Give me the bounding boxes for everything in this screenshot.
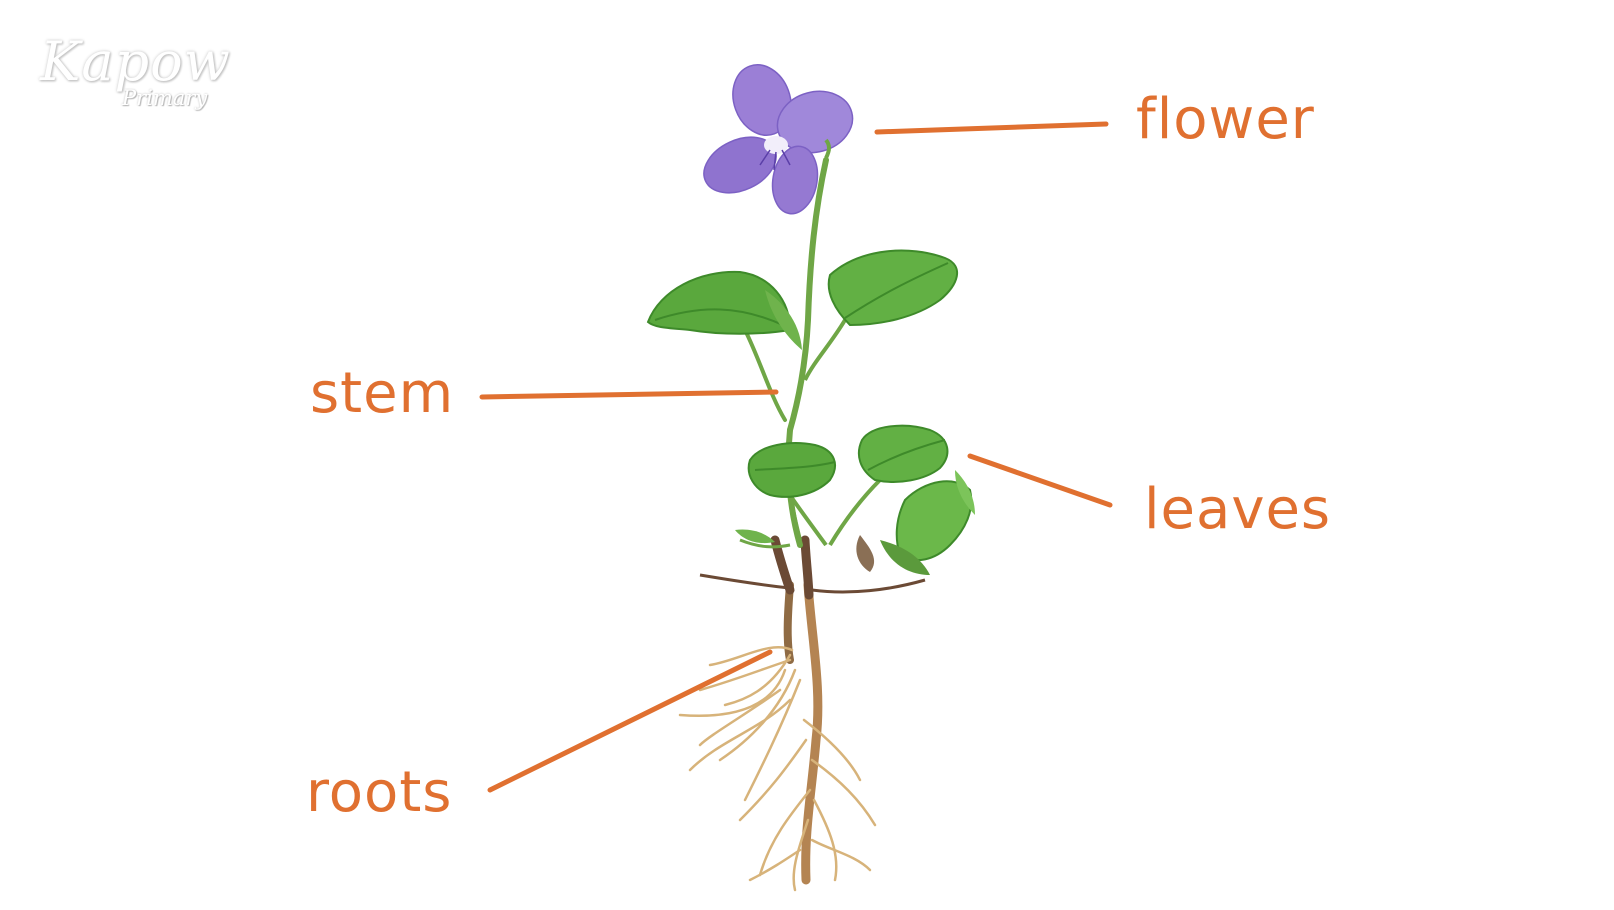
leaf-middle-left <box>747 442 836 498</box>
leaf-lower-right <box>895 480 973 562</box>
logo-main-text: Kapow <box>40 30 231 93</box>
flower-illustration <box>703 64 854 215</box>
leaf-upper-right <box>827 249 959 327</box>
leaves-leader-line <box>967 453 1113 508</box>
flower-center <box>764 136 788 154</box>
petal-top-left <box>732 64 792 136</box>
stem-label: stem <box>310 361 455 426</box>
leaf-upper-left <box>646 270 792 335</box>
roots-label: roots <box>306 760 453 825</box>
roots-illustration <box>678 535 926 892</box>
petal-top-right <box>776 90 854 154</box>
logo-sub-text: Primary <box>122 86 208 110</box>
flower-label: flower <box>1136 87 1315 152</box>
leaves-label: leaves <box>1144 477 1332 542</box>
main-stem <box>787 157 829 433</box>
taproot <box>801 580 823 885</box>
roots-leader-line <box>487 649 773 793</box>
stem-leader-line <box>479 389 779 400</box>
petal-bottom <box>771 145 819 215</box>
leaves-illustration <box>646 249 975 575</box>
leader-lines <box>479 121 1113 793</box>
flower-leader-line <box>874 121 1109 135</box>
kapow-primary-logo: Kapow Primary <box>40 30 240 130</box>
